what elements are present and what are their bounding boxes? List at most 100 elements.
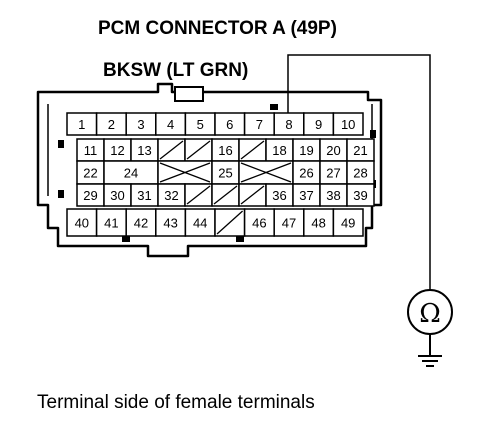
terminal-number: 6: [226, 117, 233, 132]
terminal-cell: [157, 160, 213, 185]
terminal-cell: 44: [184, 208, 216, 237]
terminal-cell: 48: [303, 208, 335, 237]
probe-wire: [287, 54, 431, 290]
terminal-cell: 3: [125, 112, 157, 136]
terminal-number: 8: [285, 117, 292, 132]
terminal-number: 26: [299, 166, 313, 181]
terminal-box: [332, 112, 364, 136]
terminal-number: 32: [164, 188, 178, 203]
terminal-number: 3: [137, 117, 144, 132]
terminal-number: 21: [353, 143, 367, 158]
terminal-cell: [157, 138, 186, 162]
terminal-cell: 5: [184, 112, 216, 136]
terminal-number: 43: [163, 216, 177, 231]
terminal-cell: 31: [130, 183, 159, 207]
terminal-cell: [184, 183, 213, 207]
terminal-cell: 8: [273, 112, 305, 136]
terminal-number: 1: [78, 117, 85, 132]
terminal-cell: 9: [303, 112, 335, 136]
terminal-cell: 10: [332, 112, 364, 136]
unused-terminal-mark: [213, 185, 238, 205]
connector-title: PCM CONNECTOR A (49P): [98, 18, 337, 39]
terminal-box: [332, 208, 364, 237]
terminal-cell: 16: [211, 138, 240, 162]
terminal-number: 9: [315, 117, 322, 132]
housing-key-left: [58, 140, 64, 148]
terminal-number: 28: [353, 166, 367, 181]
terminal-cell: [238, 160, 294, 185]
terminal-cell: 2: [95, 112, 127, 136]
terminal-cell: 27: [319, 160, 348, 185]
terminal-cell: 1: [66, 112, 98, 136]
terminal-cell: 4: [155, 112, 187, 136]
terminal-cell: 24: [103, 160, 159, 185]
terminal-cell: 42: [125, 208, 157, 237]
terminal-cell: 41: [95, 208, 127, 237]
unused-terminal-mark: [240, 140, 265, 160]
terminal-number: 19: [299, 143, 313, 158]
terminal-number: 48: [311, 216, 325, 231]
terminal-cell: 40: [66, 208, 98, 237]
terminal-number: 7: [256, 117, 263, 132]
terminal-number: 10: [341, 117, 355, 132]
terminal-number: 4: [167, 117, 174, 132]
unused-terminal-mark: [186, 185, 211, 205]
terminal-number: 11: [84, 143, 98, 158]
terminal-cell: 6: [214, 112, 246, 136]
connector-housing: [36, 82, 383, 258]
wire-label: BKSW (LT GRN): [103, 60, 248, 81]
housing-tab-top: [270, 104, 278, 110]
terminal-cell: [214, 208, 246, 237]
terminal-number: 16: [218, 143, 232, 158]
terminal-cell: 46: [243, 208, 275, 237]
terminal-number: 22: [83, 166, 97, 181]
terminal-cell: [238, 183, 267, 207]
unused-terminal-mark: [240, 162, 292, 183]
terminal-number: 47: [282, 216, 296, 231]
terminal-cell: 13: [130, 138, 159, 162]
terminal-cell: 29: [76, 183, 105, 207]
unused-terminal-mark: [240, 185, 265, 205]
terminal-cell: 19: [292, 138, 321, 162]
terminal-cell: 47: [273, 208, 305, 237]
terminal-cell: 12: [103, 138, 132, 162]
terminal-box: [155, 208, 187, 237]
terminal-number: 30: [110, 188, 124, 203]
terminal-cell: 21: [346, 138, 375, 162]
terminal-number: 18: [272, 143, 286, 158]
terminal-cell: 30: [103, 183, 132, 207]
terminal-number: 44: [193, 216, 207, 231]
terminal-cell: 32: [157, 183, 186, 207]
terminal-number: 2: [108, 117, 115, 132]
connector-latch: [174, 86, 204, 102]
terminal-cell: [211, 183, 240, 207]
housing-tab-bottom-left: [122, 236, 130, 242]
terminal-number: 36: [272, 188, 286, 203]
terminal-cell: [184, 138, 213, 162]
terminal-number: 29: [83, 188, 97, 203]
terminal-cell: 36: [265, 183, 294, 207]
terminal-number: 24: [124, 166, 138, 181]
terminal-number: 40: [75, 216, 89, 231]
terminal-number: 39: [353, 188, 367, 203]
terminal-cell: 26: [292, 160, 321, 185]
terminal-cell: 43: [155, 208, 187, 237]
terminal-cell: 20: [319, 138, 348, 162]
terminal-side-caption: Terminal side of female terminals: [37, 392, 315, 413]
terminal-number: 41: [104, 216, 118, 231]
terminal-cell: 11: [76, 138, 105, 162]
terminal-number: 27: [326, 166, 340, 181]
terminal-number: 12: [110, 143, 124, 158]
terminal-box: [184, 208, 216, 237]
unused-terminal-mark: [159, 162, 211, 183]
terminal-cell: 28: [346, 160, 375, 185]
terminal-cell: 25: [211, 160, 240, 185]
unused-terminal-mark: [159, 140, 184, 160]
terminal-cell: 18: [265, 138, 294, 162]
terminal-number: 46: [252, 216, 266, 231]
terminal-cell: 49: [332, 208, 364, 237]
terminal-cell: 7: [243, 112, 275, 136]
ohmmeter-icon: Ω: [407, 289, 453, 335]
